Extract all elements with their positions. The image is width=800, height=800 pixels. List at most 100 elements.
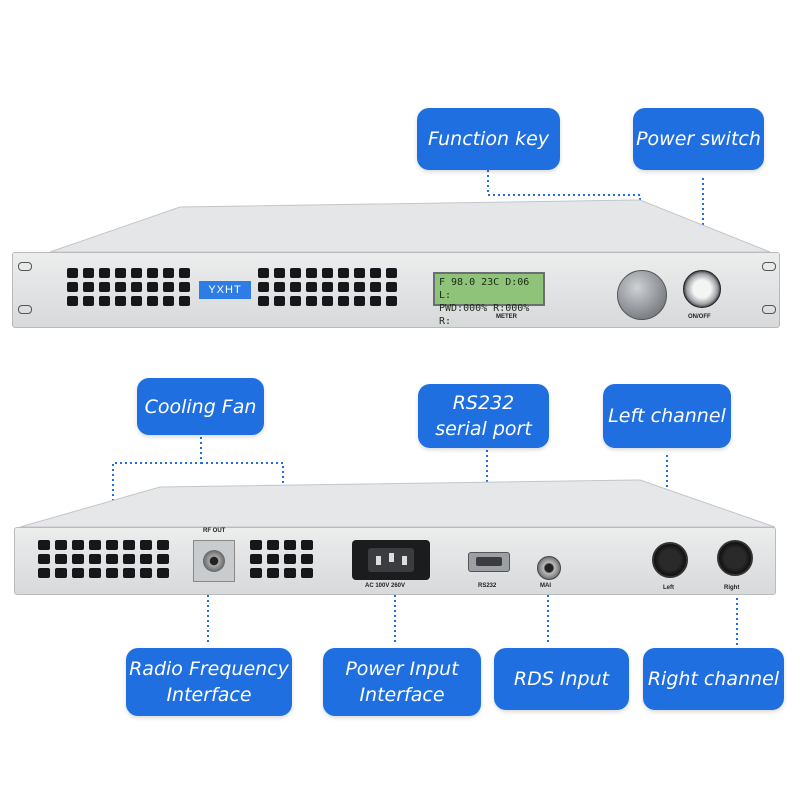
lcd-line-2: PWD:000% R:000% R: xyxy=(439,303,530,327)
vent-slot xyxy=(72,540,84,550)
vent-slot xyxy=(38,568,50,578)
rs232-port[interactable] xyxy=(468,552,510,572)
vent-slot xyxy=(83,268,94,278)
vent-slot xyxy=(67,296,78,306)
right-label: Right xyxy=(724,585,740,591)
vent-slot xyxy=(99,268,110,278)
vent-slot xyxy=(106,568,118,578)
vent-slot xyxy=(140,568,152,578)
callout-function-key: Function key xyxy=(417,108,560,170)
vent-slot xyxy=(258,296,269,306)
vent-slot xyxy=(131,268,142,278)
callout-rds-input: RDS Input xyxy=(494,648,629,710)
vent-slot xyxy=(258,268,269,278)
vent-slot xyxy=(290,268,301,278)
vent-slot xyxy=(123,568,135,578)
vent-slot xyxy=(338,296,349,306)
callout-right-channel: Right channel xyxy=(643,648,784,710)
callout-power-switch: Power switch xyxy=(633,108,764,170)
vent-slot xyxy=(386,282,397,292)
vent-slot xyxy=(115,268,126,278)
vent-slot xyxy=(267,568,279,578)
vent-slot xyxy=(301,554,313,564)
vent-slot xyxy=(179,296,190,306)
vent-slot xyxy=(89,568,101,578)
vent-slot xyxy=(72,568,84,578)
vent-slot xyxy=(55,540,67,550)
callout-power-input: Power Input Interface xyxy=(323,648,481,716)
vent-slot xyxy=(83,296,94,306)
vent-slot xyxy=(115,282,126,292)
vent-slot xyxy=(354,268,365,278)
vent-slot xyxy=(322,282,333,292)
vent-slot xyxy=(284,568,296,578)
callout-rs232: RS232 serial port xyxy=(418,384,549,448)
mai-label: MAI xyxy=(540,583,551,589)
vent-slot xyxy=(157,540,169,550)
vent-slot xyxy=(147,282,158,292)
vent-slot xyxy=(274,296,285,306)
vent-slot xyxy=(290,296,301,306)
vent-slot xyxy=(115,296,126,306)
rack-hole xyxy=(18,262,32,271)
vent-slot xyxy=(72,554,84,564)
vent-slot xyxy=(89,540,101,550)
vent-slot xyxy=(99,296,110,306)
vent-slot xyxy=(179,268,190,278)
vent-slot xyxy=(322,296,333,306)
rack-hole xyxy=(762,262,776,271)
vent-slot xyxy=(354,296,365,306)
left-channel-xlr[interactable] xyxy=(652,542,688,578)
function-key-knob[interactable] xyxy=(617,270,667,320)
vent-slot xyxy=(370,282,381,292)
vent-slot xyxy=(338,268,349,278)
vent-slot xyxy=(386,268,397,278)
rs232-label: RS232 xyxy=(478,583,497,589)
vent-slot xyxy=(274,282,285,292)
right-channel-xlr[interactable] xyxy=(717,540,753,576)
vent-slot xyxy=(354,282,365,292)
vent-slot xyxy=(67,268,78,278)
onoff-label: ON/OFF xyxy=(688,314,711,320)
vent-slot xyxy=(267,540,279,550)
vent-slot xyxy=(370,268,381,278)
vent-slot xyxy=(157,554,169,564)
vent-slot xyxy=(147,296,158,306)
vent-slot xyxy=(179,282,190,292)
vent-slot xyxy=(267,554,279,564)
vent-slot xyxy=(123,540,135,550)
vent-slot xyxy=(106,554,118,564)
vent-slot xyxy=(284,554,296,564)
vent-slot xyxy=(386,296,397,306)
rf-output-connector[interactable] xyxy=(193,540,235,582)
lcd-display: F 98.0 23C D:06 L: PWD:000% R:000% R: xyxy=(433,272,545,327)
vent-slot xyxy=(250,540,262,550)
vent-slot xyxy=(140,540,152,550)
vent-slot xyxy=(301,540,313,550)
vent-slot xyxy=(274,268,285,278)
vent-slot xyxy=(370,296,381,306)
vent-slot xyxy=(140,554,152,564)
vent-slot xyxy=(147,268,158,278)
meter-label: METER xyxy=(496,314,517,320)
vent-slot xyxy=(290,282,301,292)
vent-slot xyxy=(338,282,349,292)
vent-slot xyxy=(123,554,135,564)
rf-out-label: RF OUT xyxy=(203,528,226,534)
vent-slot xyxy=(258,282,269,292)
vent-slot xyxy=(89,554,101,564)
vent-slot xyxy=(38,554,50,564)
vent-slot xyxy=(131,296,142,306)
vent-slot xyxy=(106,540,118,550)
vent-slot xyxy=(55,554,67,564)
power-switch-button[interactable] xyxy=(683,270,721,308)
vent-slot xyxy=(131,282,142,292)
rds-input-connector[interactable] xyxy=(537,556,561,580)
callout-left-channel: Left channel xyxy=(603,384,731,448)
lcd-line-1: F 98.0 23C D:06 L: xyxy=(439,277,530,301)
vent-slot xyxy=(306,282,317,292)
vent-slot xyxy=(163,268,174,278)
vent-slot xyxy=(306,268,317,278)
vent-slot xyxy=(99,282,110,292)
power-input-socket[interactable] xyxy=(352,540,430,580)
